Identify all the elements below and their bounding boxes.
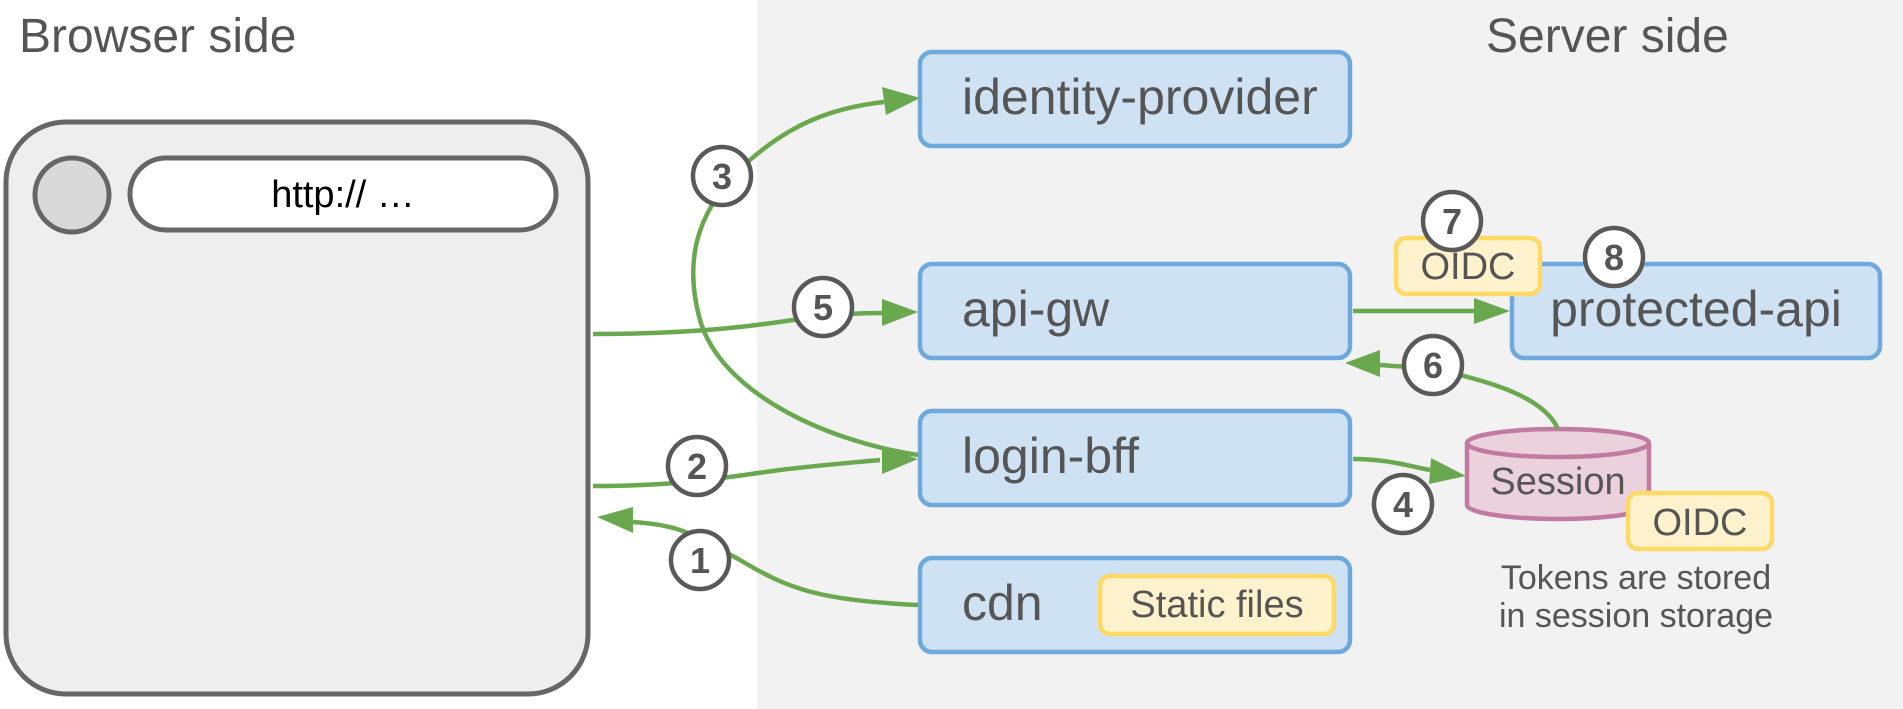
arrow-step-1 xyxy=(597,507,919,608)
step-1-number: 1 xyxy=(690,540,710,581)
oidc-tag-api-label: OIDC xyxy=(1421,246,1516,288)
step-3-number: 3 xyxy=(712,156,732,197)
protected-api-box xyxy=(1509,261,1883,361)
step-4-marker: 4 xyxy=(1371,472,1435,536)
step-7-number: 7 xyxy=(1442,201,1462,242)
address-bar xyxy=(127,155,559,233)
step-8-number: 8 xyxy=(1604,237,1624,278)
api-gw-label: api-gw xyxy=(962,281,1110,337)
step-2-number: 2 xyxy=(687,446,707,487)
session-note-line1: Tokens are stored xyxy=(1501,559,1771,597)
identity-provider-box xyxy=(917,49,1353,149)
session-note-line2: in session storage xyxy=(1499,597,1773,635)
step-3-marker: 3 xyxy=(690,144,754,208)
login-bff-label: login-bff xyxy=(962,428,1139,484)
cdn-label: cdn xyxy=(962,575,1043,631)
arrow-step-4 xyxy=(1352,456,1466,484)
static-files-label: Static files xyxy=(1130,584,1303,626)
step-6-marker: 6 xyxy=(1401,333,1465,397)
arrow-api-gw-to-protected-api xyxy=(1353,298,1510,324)
step-5-number: 5 xyxy=(813,287,833,328)
step-1-marker: 1 xyxy=(668,528,732,592)
step-5-marker: 5 xyxy=(791,275,855,339)
browser-window: http:// … xyxy=(3,119,591,697)
api-gw-box xyxy=(917,261,1353,361)
oidc-tag-session xyxy=(1625,490,1775,552)
step-7-marker: 7 xyxy=(1420,189,1484,253)
oidc-tag-session-label: OIDC xyxy=(1653,502,1748,544)
step-6-number: 6 xyxy=(1423,345,1443,386)
step-8-marker: 8 xyxy=(1582,225,1646,289)
login-bff-box xyxy=(917,408,1353,508)
protected-api-label: protected-api xyxy=(1550,281,1842,337)
server-side-title: Server side xyxy=(1486,10,1729,63)
browser-button-icon xyxy=(32,155,112,235)
static-files-tag xyxy=(1097,573,1337,637)
arrow-step-5 xyxy=(592,299,918,337)
step-2-marker: 2 xyxy=(665,434,729,498)
browser-side-title: Browser side xyxy=(19,10,296,63)
arrow-step-3 xyxy=(691,87,920,458)
session-label: Session xyxy=(1490,461,1625,503)
address-bar-url: http:// … xyxy=(271,174,415,216)
arrow-step-2 xyxy=(592,446,918,489)
step-4-number: 4 xyxy=(1393,484,1413,525)
identity-provider-label: identity-provider xyxy=(962,69,1318,125)
